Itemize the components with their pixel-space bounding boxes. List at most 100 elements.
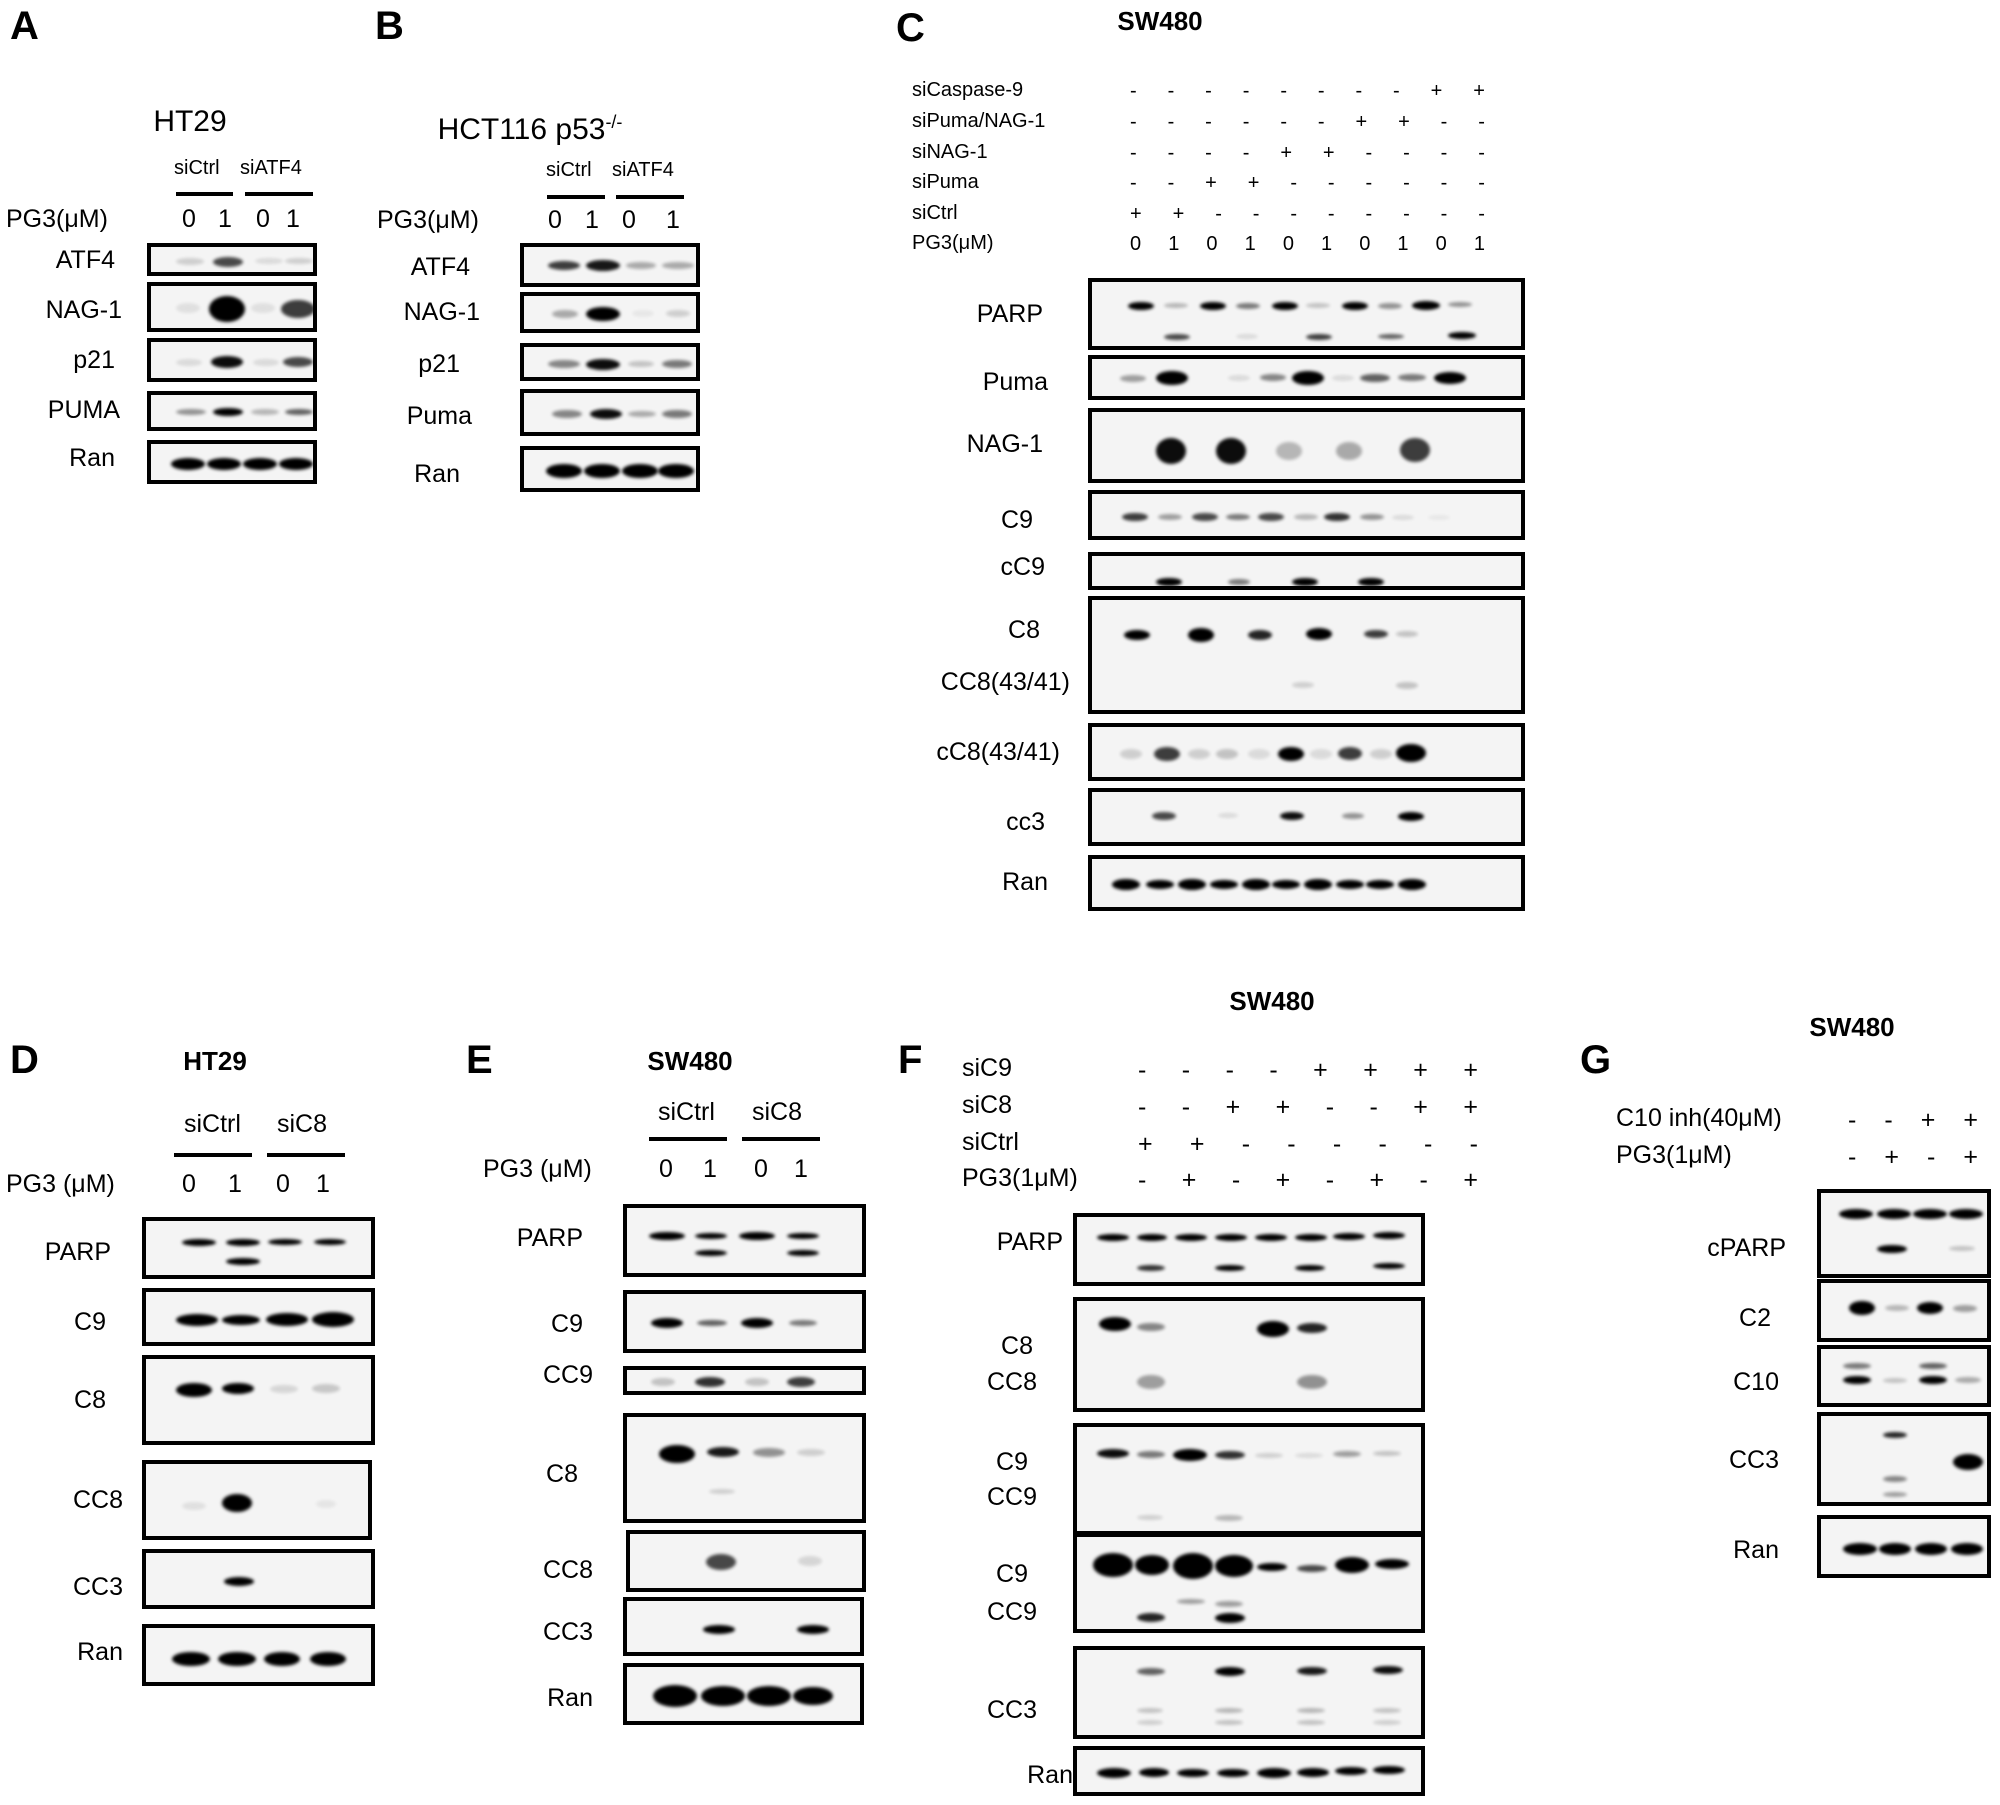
panel-e-cell-line: SW480 (647, 1046, 733, 1076)
blot-label-c8: C8 (74, 1386, 106, 1414)
blot-label-nag1: NAG-1 (966, 430, 1043, 458)
blot-label-c8: C8 (1008, 616, 1040, 644)
lane-label: 0 (622, 206, 636, 234)
blot-label-c9: C9 (74, 1308, 106, 1336)
panel-letter-e: E (466, 1038, 493, 1082)
lane-label: 1 (703, 1155, 717, 1183)
blot-label-cc9: CC9 (986, 1598, 1037, 1626)
blot-nag1 (520, 292, 700, 333)
lane-label: 0 (659, 1155, 673, 1183)
group-label-sic8: siC8 (277, 1110, 328, 1138)
condition-label: siNAG-1 (912, 141, 988, 163)
group-bar (176, 192, 233, 196)
group-bar (547, 195, 605, 199)
group-label-sictrl: siCtrl (174, 157, 220, 179)
blot-c8 (623, 1413, 866, 1523)
condition-label: C10 inh(40μM) (1616, 1104, 1782, 1132)
treatment-label: PG3 (μM) (483, 1155, 592, 1183)
blot-label-puma: PUMA (47, 396, 120, 424)
blot-c9 (142, 1288, 375, 1346)
group-bar (245, 192, 313, 196)
group-bar (174, 1153, 252, 1157)
condition-grid: ----++++ --++--++ ++------ -+-+-+-+ (1138, 1056, 1478, 1194)
blot-label-cc3: cc3 (1006, 808, 1045, 836)
blot-cc3 (142, 1549, 375, 1609)
blot-ran (1073, 1746, 1425, 1796)
blot-label-cc8-43-41: CC8(43/41) (940, 668, 1070, 696)
blot-cc9 (623, 1366, 866, 1395)
group-label-siatf4: siATF4 (240, 157, 302, 179)
panel-g-cell-line: SW480 (1809, 1012, 1895, 1042)
blot-label-c2: C2 (1739, 1304, 1771, 1332)
condition-label: siCtrl (912, 202, 958, 224)
blot-label-ran: Ran (1002, 868, 1048, 896)
blot-label-c8: C8 (546, 1460, 578, 1488)
blot-label-cc9: CC9 (542, 1361, 593, 1389)
condition-label: siCtrl (962, 1128, 1019, 1156)
condition-label: PG3(μM) (912, 232, 994, 254)
panel-c-cell-line: SW480 (1117, 6, 1203, 36)
panel-letter-b: B (375, 4, 404, 48)
group-label-sic8: siC8 (752, 1098, 803, 1126)
blot-label-cc3: CC3 (1728, 1446, 1779, 1474)
lane-label: 0 (276, 1170, 290, 1198)
lane-label: 0 (182, 1170, 196, 1198)
lane-label: 1 (666, 206, 680, 234)
blot-label-cc8: CC8 (986, 1368, 1037, 1396)
blot-c8-cc8 (1088, 596, 1525, 714)
blot-label-nag1: NAG-1 (45, 296, 122, 324)
blot-label-c9: C9 (996, 1448, 1028, 1476)
condition-label: siC8 (962, 1091, 1013, 1119)
lane-label: 1 (316, 1170, 330, 1198)
lane-label: 0 (182, 205, 196, 233)
blot-label-p21: p21 (73, 346, 115, 374)
panel-letter-a: A (10, 4, 39, 48)
blot-label-cc3: CC3 (72, 1573, 123, 1601)
group-bar (649, 1137, 727, 1141)
blot-cc8 (142, 1460, 372, 1540)
blot-label-cc3: CC3 (542, 1618, 593, 1646)
blot-label-atf4: ATF4 (55, 246, 115, 274)
blot-label-c8: C8 (1001, 1332, 1033, 1360)
panel-a-cell-line: HT29 (153, 105, 227, 138)
blot-parp (1073, 1213, 1425, 1286)
blot-cc8-43-41 (1088, 723, 1525, 781)
blot-c9-cc9-long (1073, 1533, 1425, 1633)
blot-label-parp: PARP (976, 300, 1043, 328)
condition-grid: --++ -+-+ (1848, 1106, 1978, 1171)
blot-ran (520, 446, 700, 492)
blot-cparp (1817, 1189, 1991, 1278)
blot-label-parp: PARP (996, 1228, 1063, 1256)
blot-cc3 (623, 1597, 864, 1656)
panel-letter-f: F (898, 1038, 923, 1082)
blot-label-nag1: NAG-1 (403, 298, 480, 326)
panel-letter-d: D (10, 1038, 39, 1082)
condition-grid: --------++ ------++-- ----++---- --++---… (1130, 80, 1485, 255)
blot-parp (142, 1217, 375, 1279)
blot-label-cparp: cPARP (1707, 1234, 1786, 1262)
blot-ran (1817, 1515, 1991, 1578)
panel-b-cell-line: HCT116 p53-/- (437, 112, 623, 146)
condition-label: siCaspase-9 (912, 79, 1024, 101)
blot-label-cc3: CC3 (986, 1696, 1037, 1724)
blot-c10 (1817, 1345, 1991, 1407)
blot-nag1 (1088, 408, 1525, 483)
blot-c2 (1817, 1279, 1991, 1342)
condition-label: siPuma/NAG-1 (912, 110, 1046, 132)
blot-label-ran: Ran (547, 1684, 593, 1712)
condition-label: PG3(1μM) (962, 1164, 1078, 1192)
blot-c9 (623, 1290, 866, 1353)
condition-label: siC9 (962, 1054, 1013, 1082)
blot-label-c9: C9 (551, 1310, 583, 1338)
blot-label-ran: Ran (414, 460, 460, 488)
blot-label-cc9: CC9 (986, 1483, 1037, 1511)
blot-cc8 (626, 1530, 866, 1592)
panel-d-cell-line: HT29 (183, 1046, 247, 1076)
blot-nag1 (147, 282, 317, 332)
lane-label: 0 (548, 206, 562, 234)
blot-p21 (147, 338, 317, 382)
blot-c9 (1088, 490, 1525, 540)
blot-cc3 (1817, 1412, 1991, 1506)
blot-label-ran: Ran (1027, 1761, 1073, 1789)
group-bar (616, 195, 684, 199)
